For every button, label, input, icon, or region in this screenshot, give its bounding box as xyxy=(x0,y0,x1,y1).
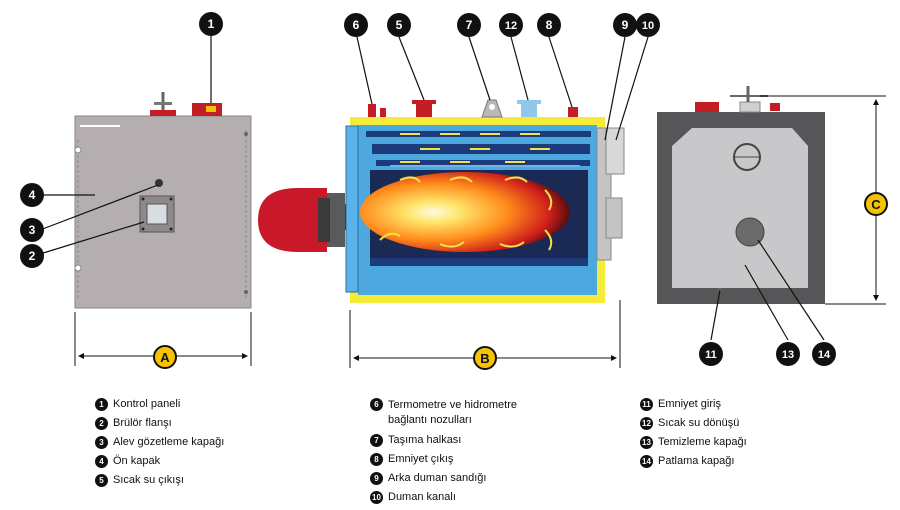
callouts: 1 4 3 2 6 5 7 12 8 9 10 11 13 14 A B C xyxy=(20,12,888,370)
svg-text:13: 13 xyxy=(782,349,794,361)
svg-text:1: 1 xyxy=(208,17,215,31)
svg-text:11: 11 xyxy=(705,349,717,361)
callout-12: 12 xyxy=(499,13,523,37)
flame xyxy=(360,172,570,252)
svg-text:A: A xyxy=(160,350,170,365)
callout-6: 6 xyxy=(344,13,368,37)
svg-text:B: B xyxy=(480,351,489,366)
callout-5: 5 xyxy=(387,13,411,37)
flue-outlet xyxy=(605,127,625,175)
callout-7: 7 xyxy=(457,13,481,37)
svg-text:C: C xyxy=(871,197,881,212)
svg-text:8: 8 xyxy=(546,18,553,32)
cleaning-cover xyxy=(735,217,765,247)
svg-text:9: 9 xyxy=(622,18,629,32)
callout-13: 13 xyxy=(776,342,800,366)
safety-outlet xyxy=(568,107,578,117)
svg-text:6: 6 xyxy=(353,18,360,32)
front-view xyxy=(39,36,252,366)
hot-water-outlet xyxy=(416,104,432,117)
rear-view xyxy=(657,86,886,341)
hot-water-return xyxy=(521,104,537,117)
callout-1: 1 xyxy=(199,12,223,36)
callout-9: 9 xyxy=(613,13,637,37)
svg-text:3: 3 xyxy=(29,223,36,237)
dimension-b: B xyxy=(473,346,497,370)
callout-2: 2 xyxy=(20,244,44,268)
dimension-a: A xyxy=(153,345,177,369)
svg-text:14: 14 xyxy=(818,349,831,361)
callout-11: 11 xyxy=(699,342,723,366)
side-view xyxy=(258,36,649,368)
rear-cover xyxy=(672,128,808,288)
svg-text:2: 2 xyxy=(29,249,36,263)
callout-4: 4 xyxy=(20,183,44,207)
callout-8: 8 xyxy=(537,13,561,37)
dimension-c: C xyxy=(864,192,888,216)
callout-14: 14 xyxy=(812,342,836,366)
svg-text:4: 4 xyxy=(29,188,36,202)
burner xyxy=(258,188,327,252)
svg-text:7: 7 xyxy=(466,18,473,32)
callout-10: 10 xyxy=(636,13,660,37)
svg-text:12: 12 xyxy=(505,20,517,32)
svg-text:10: 10 xyxy=(642,20,654,32)
callout-3: 3 xyxy=(20,218,44,242)
svg-text:5: 5 xyxy=(396,18,403,32)
